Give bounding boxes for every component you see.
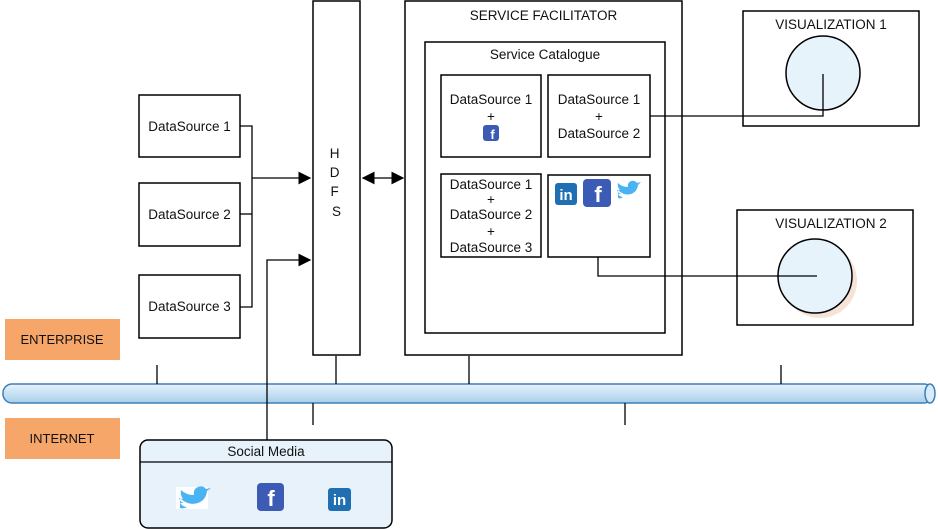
visualization-2-title: VISUALIZATION 2 <box>775 216 887 231</box>
catalogue-item-ds1-ds2: DataSource 1 + DataSource 2 <box>547 74 651 158</box>
social-media-box: Social Media f in <box>139 439 393 529</box>
datasource-2-box: DataSource 2 <box>138 182 241 247</box>
datasource-3-box: DataSource 3 <box>138 274 241 339</box>
facebook-icon: f <box>583 179 611 207</box>
enterprise-label: ENTERPRISE <box>5 319 120 360</box>
twitter-icon <box>617 180 641 199</box>
visualization-1-title: VISUALIZATION 1 <box>775 17 887 32</box>
catalogue-item-1-line1: DataSource 1 <box>450 92 533 107</box>
catalogue-item-ds1-ds2-ds3: DataSource 1 + DataSource 2 + DataSource… <box>440 173 542 258</box>
catalogue-item-3-plus2: + <box>487 224 495 239</box>
linkedin-icon: in <box>555 183 577 205</box>
social-to-hdfs-connector <box>266 253 312 440</box>
svg-text:f: f <box>267 486 275 511</box>
catalogue-item-3-line2: DataSource 2 <box>450 207 533 222</box>
hdfs-box: H D F S <box>312 0 361 356</box>
enterprise-label-text: ENTERPRISE <box>20 332 103 347</box>
linkedin-icon: in <box>328 488 351 511</box>
social-media-title: Social Media <box>227 444 305 459</box>
svg-text:f: f <box>594 182 602 207</box>
internet-label-text: INTERNET <box>30 431 95 446</box>
catalogue-item-1-plus: + <box>487 109 495 124</box>
facebook-icon: f <box>483 125 499 142</box>
catalogue-item-2-line1: DataSource 1 <box>558 92 641 107</box>
catalogue-item-3-line3: DataSource 3 <box>450 240 533 255</box>
bus-connectors <box>156 356 782 425</box>
service-catalogue-title: Service Catalogue <box>490 47 600 62</box>
datasource-1-label: DataSource 1 <box>148 119 231 134</box>
svg-text:in: in <box>559 187 572 204</box>
service-facilitator-title: SERVICE FACILITATOR <box>470 8 618 23</box>
svg-text:f: f <box>490 127 495 142</box>
facebook-icon: f <box>257 483 284 511</box>
visualization-connectors <box>597 74 824 277</box>
catalogue-item-ds1-facebook: DataSource 1 + f <box>440 74 542 158</box>
catalogue-item-2-line2: DataSource 2 <box>558 126 641 141</box>
datasource-2-label: DataSource 2 <box>148 207 231 222</box>
hdfs-label: H D F S <box>330 146 344 219</box>
datasource-3-label: DataSource 3 <box>148 299 231 314</box>
catalogue-item-2-plus: + <box>595 109 603 124</box>
svg-text:in: in <box>333 492 346 509</box>
twitter-icon <box>176 486 211 509</box>
internet-label: INTERNET <box>5 418 120 459</box>
catalogue-item-3-plus1: + <box>487 192 495 207</box>
visualization-1-box: VISUALIZATION 1 <box>742 10 920 127</box>
datasource-connectors <box>240 125 312 308</box>
catalogue-item-social: in f <box>547 174 651 258</box>
visualization-2-box: VISUALIZATION 2 <box>736 209 914 326</box>
catalogue-item-3-line1: DataSource 1 <box>450 177 533 192</box>
datasource-1-box: DataSource 1 <box>138 94 241 158</box>
network-bus <box>2 383 936 404</box>
